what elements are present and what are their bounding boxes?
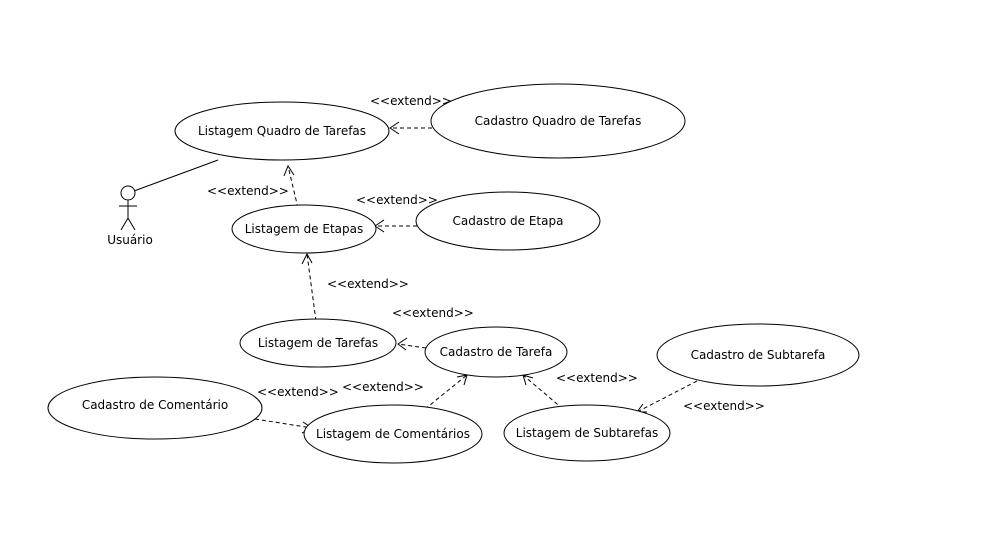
extend-listagem-comentarios — [424, 374, 468, 410]
use-case-label: Listagem Quadro de Tarefas — [198, 124, 366, 138]
extend-cadastro-comentario — [254, 418, 313, 429]
extend-listagem-subtarefas — [522, 374, 564, 410]
use-case-label: Cadastro de Tarefa — [440, 345, 553, 359]
use-case-cadastro-etapa[interactable]: Cadastro de Etapa — [415, 191, 601, 251]
use-case-label: Cadastro de Etapa — [453, 214, 564, 228]
extend-label-subtarefas-tarefa: <<extend>> — [556, 371, 638, 385]
extend-label-etapa: <<extend>> — [356, 193, 438, 207]
extend-label-tarefas-etapas: <<extend>> — [327, 277, 409, 291]
use-case-cadastro-subtarefa[interactable]: Cadastro de Subtarefa — [656, 323, 860, 387]
extend-label-subtarefa: <<extend>> — [683, 399, 765, 413]
actor-left-leg — [120, 217, 129, 231]
extend-label-quadro: <<extend>> — [370, 94, 452, 108]
actor-label: Usuário — [107, 233, 153, 247]
use-case-listagem-quadro[interactable]: Listagem Quadro de Tarefas — [174, 101, 390, 161]
use-case-label: Cadastro de Comentário — [82, 398, 228, 412]
actor-head-icon — [120, 185, 136, 201]
extend-label-tarefa: <<extend>> — [392, 306, 474, 320]
extend-label-etapas-quadro: <<extend>> — [207, 184, 289, 198]
use-case-label: Listagem de Tarefas — [258, 336, 378, 350]
extend-cadastro-tarefa — [397, 343, 427, 349]
arrowhead-icon — [389, 121, 400, 135]
use-case-label: Cadastro Quadro de Tarefas — [475, 114, 642, 128]
extend-listagem-tarefas — [306, 253, 317, 322]
use-case-listagem-subtarefas[interactable]: Listagem de Subtarefas — [503, 404, 671, 462]
use-case-listagem-tarefas[interactable]: Listagem de Tarefas — [239, 318, 397, 368]
extend-label-comentarios-tarefa: <<extend>> — [342, 380, 424, 394]
extend-label-comentario: <<extend>> — [257, 385, 339, 399]
use-case-cadastro-tarefa[interactable]: Cadastro de Tarefa — [424, 326, 568, 378]
use-case-listagem-comentarios[interactable]: Listagem de Comentários — [303, 404, 483, 464]
arrowhead-icon — [301, 252, 313, 265]
actor-right-leg — [127, 217, 136, 231]
actor-usuario[interactable]: Usuário — [107, 185, 153, 247]
extend-listagem-etapas — [287, 165, 299, 209]
use-case-label: Listagem de Comentários — [316, 427, 470, 441]
arrowhead-icon — [283, 164, 295, 177]
actor-association — [133, 159, 219, 192]
use-case-label: Listagem de Etapas — [245, 222, 364, 236]
use-case-cadastro-comentario[interactable]: Cadastro de Comentário — [47, 376, 263, 440]
extend-cadastro-subtarefa — [636, 380, 698, 413]
use-case-listagem-etapas[interactable]: Listagem de Etapas — [231, 204, 377, 254]
arrowhead-icon — [397, 337, 408, 351]
use-case-cadastro-quadro[interactable]: Cadastro Quadro de Tarefas — [430, 83, 686, 159]
use-case-label: Listagem de Subtarefas — [516, 426, 658, 440]
use-case-label: Cadastro de Subtarefa — [691, 348, 826, 362]
